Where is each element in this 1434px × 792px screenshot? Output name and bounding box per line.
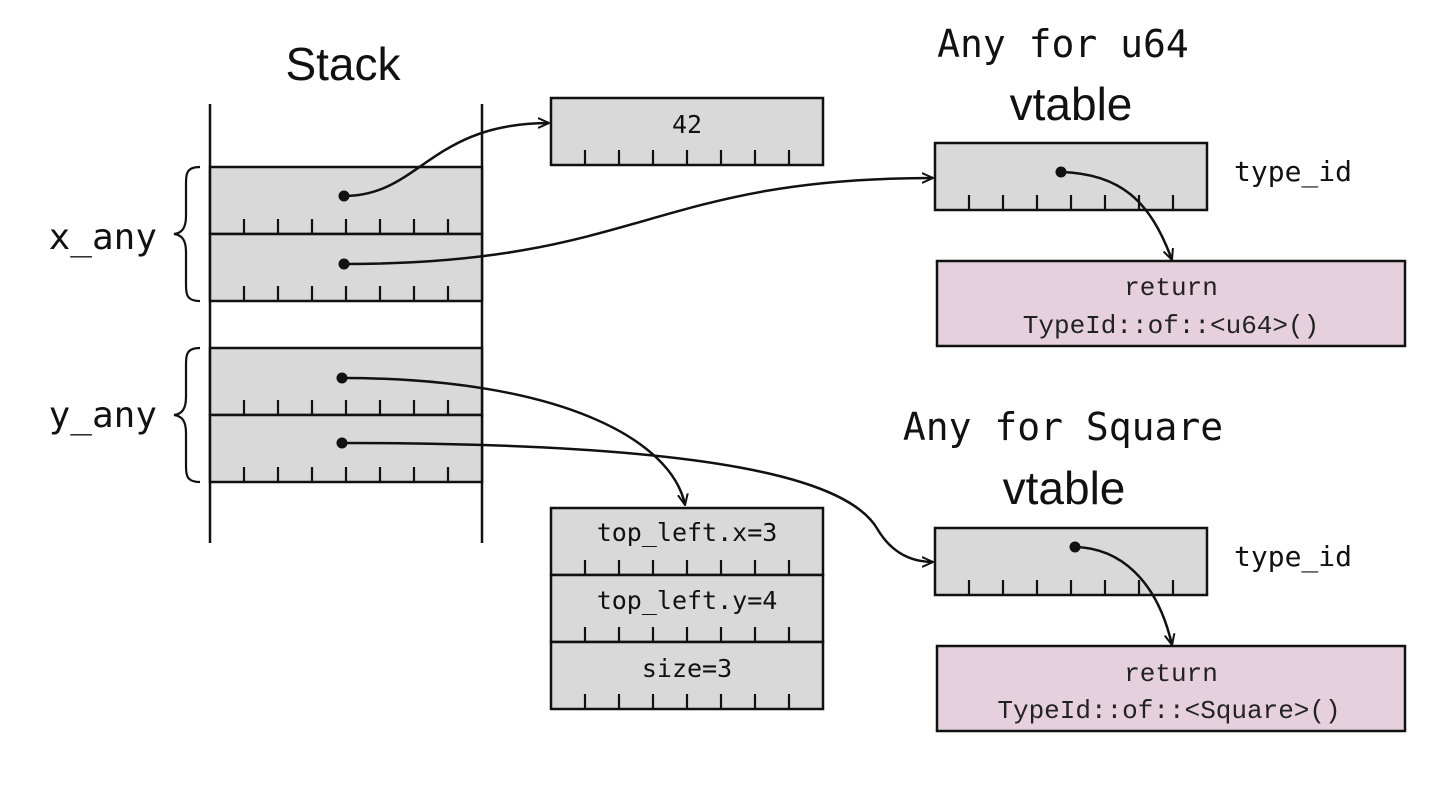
y-any-label: y_any [49,395,157,436]
pointer-dot [1055,166,1067,178]
square-field-text: size=3 [642,654,732,683]
x-any-vtable-pointer-arrow [343,178,933,266]
vtable-u64-heading: Any for u64 [937,22,1189,66]
x-any-data-pointer-arrow [343,123,549,198]
pointer-dot [336,437,348,449]
u64-value-ticks [583,150,791,165]
vtable-u64-ticks [967,195,1175,210]
square-field-text: top_left.x=3 [597,518,778,547]
vtable-square: Any for Square vtable type_id return Typ… [903,405,1407,733]
stack-ticks [242,219,450,482]
pointer-dot [336,372,348,384]
u64-value-text: 42 [672,110,702,139]
vtable-u64-subheading: vtable [1010,78,1133,130]
vtable-u64-code-line1: return [1124,273,1218,303]
square-field-ticks [583,560,791,709]
vtable-square-heading: Any for Square [903,405,1223,449]
vtable-u64-code-box [935,259,1407,348]
y-any-brace [173,346,201,484]
y-any-data-pointer-arrow [341,376,685,505]
heap-u64-box: 42 [549,96,825,167]
pointer-dot [338,190,350,202]
y-any-vtable-pointer-arrow [341,441,933,562]
square-type-id-pointer-arrow [1074,545,1172,645]
vtable-square-code-line2: TypeId::of::<Square>() [997,696,1340,726]
vtable-square-ticks [967,580,1175,595]
vtable-u64: Any for u64 vtable type_id return TypeId… [933,22,1407,348]
x-any-label: x_any [49,217,157,258]
vtable-square-subheading: vtable [1003,462,1126,514]
heap-square-box: top_left.x=3 top_left.y=4 size=3 [549,506,825,711]
vtable-u64-slot-label: type_id [1234,155,1352,189]
u64-type-id-pointer-arrow [1060,170,1172,260]
pointer-arrows [336,123,1173,645]
pointer-dot [338,258,350,270]
vtable-u64-code-line2: TypeId::of::<u64>() [1023,311,1319,341]
vtable-square-code-line1: return [1124,659,1218,689]
square-field-text: top_left.y=4 [597,586,778,615]
vtable-square-slot-label: type_id [1234,540,1352,574]
stack-title: Stack [285,38,401,90]
x-any-brace [173,165,201,303]
pointer-dot [1069,541,1081,553]
stack: Stack x_any y_any [49,38,484,543]
